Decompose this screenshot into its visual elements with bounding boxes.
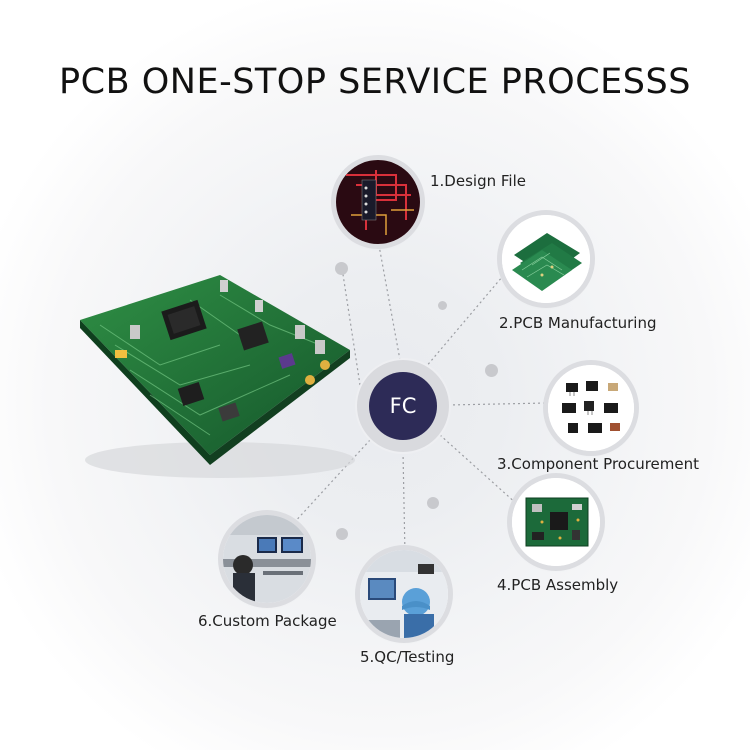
workstation-icon [223, 515, 311, 603]
connector-5 [402, 451, 406, 556]
components-icon [548, 365, 634, 451]
connector-1 [377, 239, 401, 361]
step-5-image [360, 550, 448, 638]
step-1-label: 1.Design File [430, 172, 526, 190]
step-6-label: 6.Custom Package [198, 612, 337, 630]
decor-dot [427, 497, 439, 509]
decor-dot [336, 528, 348, 540]
connector-6 [291, 439, 371, 526]
assembled-board-icon [512, 478, 600, 566]
connector-2 [424, 269, 509, 369]
pcb-board-illustration [80, 275, 355, 478]
decor-dot [485, 364, 498, 377]
decor-dot [335, 262, 348, 275]
page-title: PCB ONE-STOP SERVICE PROCESSS [59, 62, 691, 102]
decor-dot [438, 301, 447, 310]
step-3-image [548, 365, 634, 451]
step-4-image [512, 478, 600, 566]
hub-label: FC [369, 372, 437, 440]
step-5-label: 5.QC/Testing [360, 648, 455, 666]
hub-circle: FC [357, 360, 449, 452]
design-file-icon [336, 160, 420, 244]
step-2-label: 2.PCB Manufacturing [499, 314, 657, 332]
step-1-image [336, 160, 420, 244]
pcb-boards-icon [502, 215, 590, 303]
step-6-image [223, 515, 311, 603]
connector-3 [447, 402, 549, 406]
testing-icon [360, 550, 448, 638]
step-3-label: 3.Component Procurement [497, 455, 700, 473]
step-4-label: 4.PCB Assembly [497, 576, 619, 594]
step-2-image [502, 215, 590, 303]
